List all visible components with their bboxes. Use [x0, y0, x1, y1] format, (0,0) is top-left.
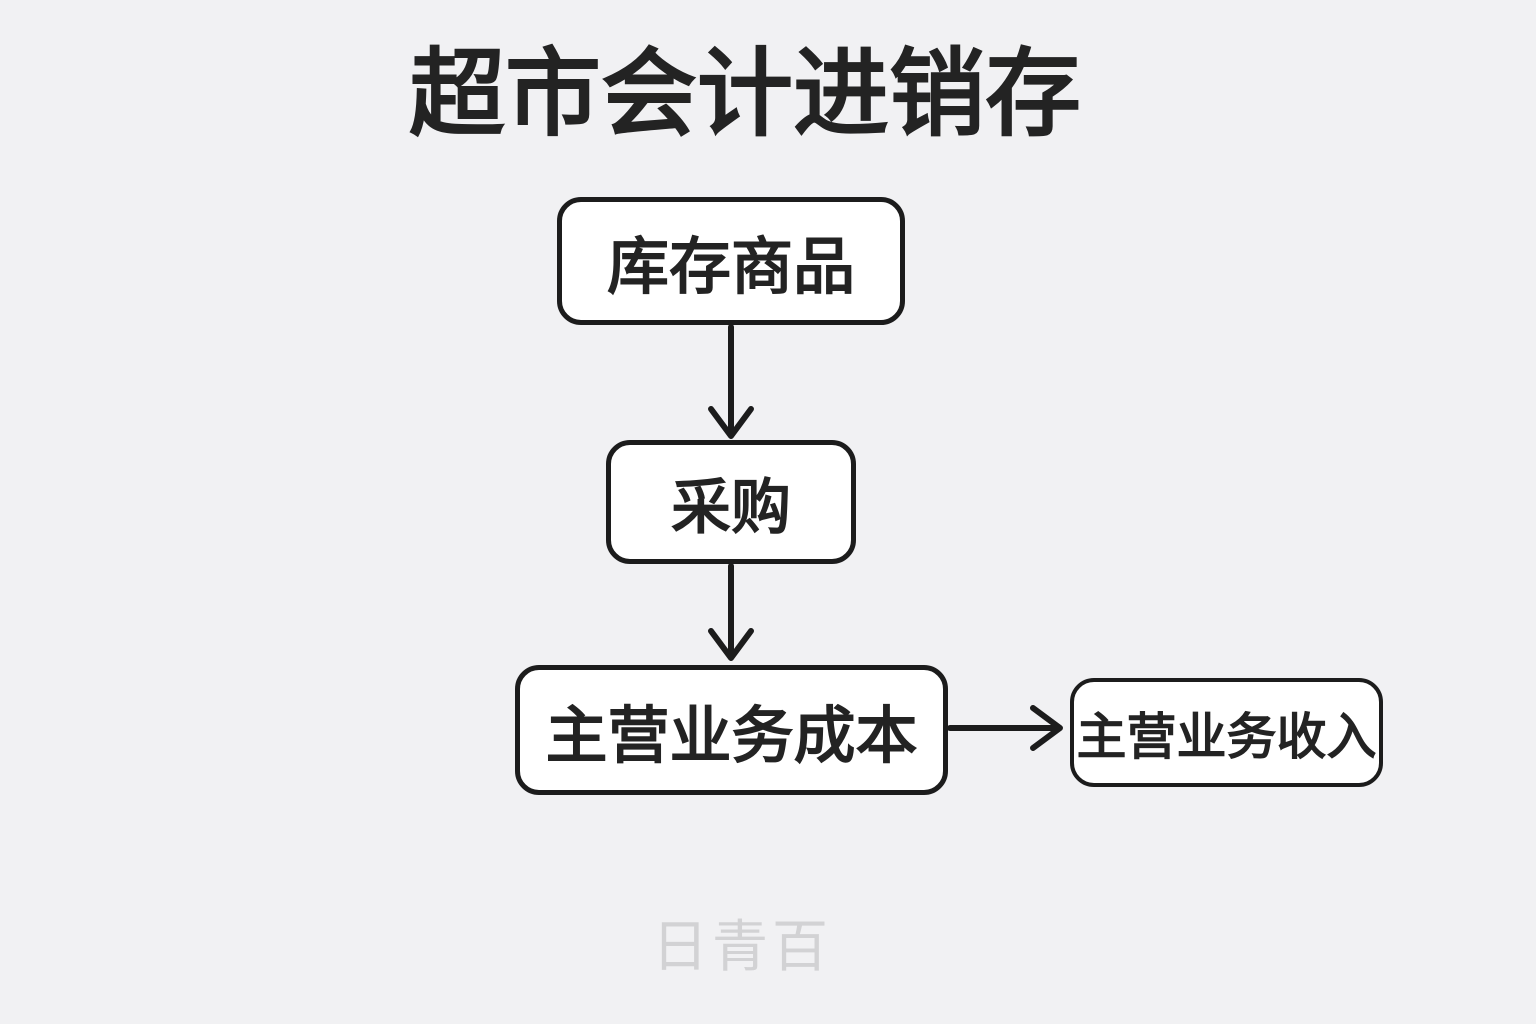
node-main-business-cost: 主营业务成本: [515, 665, 948, 795]
arrow-inventory-to-purchase-icon: [708, 324, 754, 439]
arrow-purchase-to-cost-icon: [708, 563, 754, 661]
node-inventory-goods-label: 库存商品: [606, 233, 855, 302]
node-main-business-revenue: 主营业务收入: [1070, 678, 1383, 787]
node-inventory-goods: 库存商品: [557, 197, 905, 325]
node-main-business-cost-label: 主营业务成本: [545, 702, 918, 771]
node-procurement-label: 采购: [671, 473, 791, 541]
node-main-business-revenue-label: 主营业务收入: [1076, 708, 1377, 765]
node-procurement: 采购: [606, 440, 856, 564]
page-title: 超市会计进销存: [409, 41, 1081, 148]
arrow-cost-to-revenue-icon: [947, 705, 1063, 751]
watermark-text: 日青百: [652, 915, 832, 978]
